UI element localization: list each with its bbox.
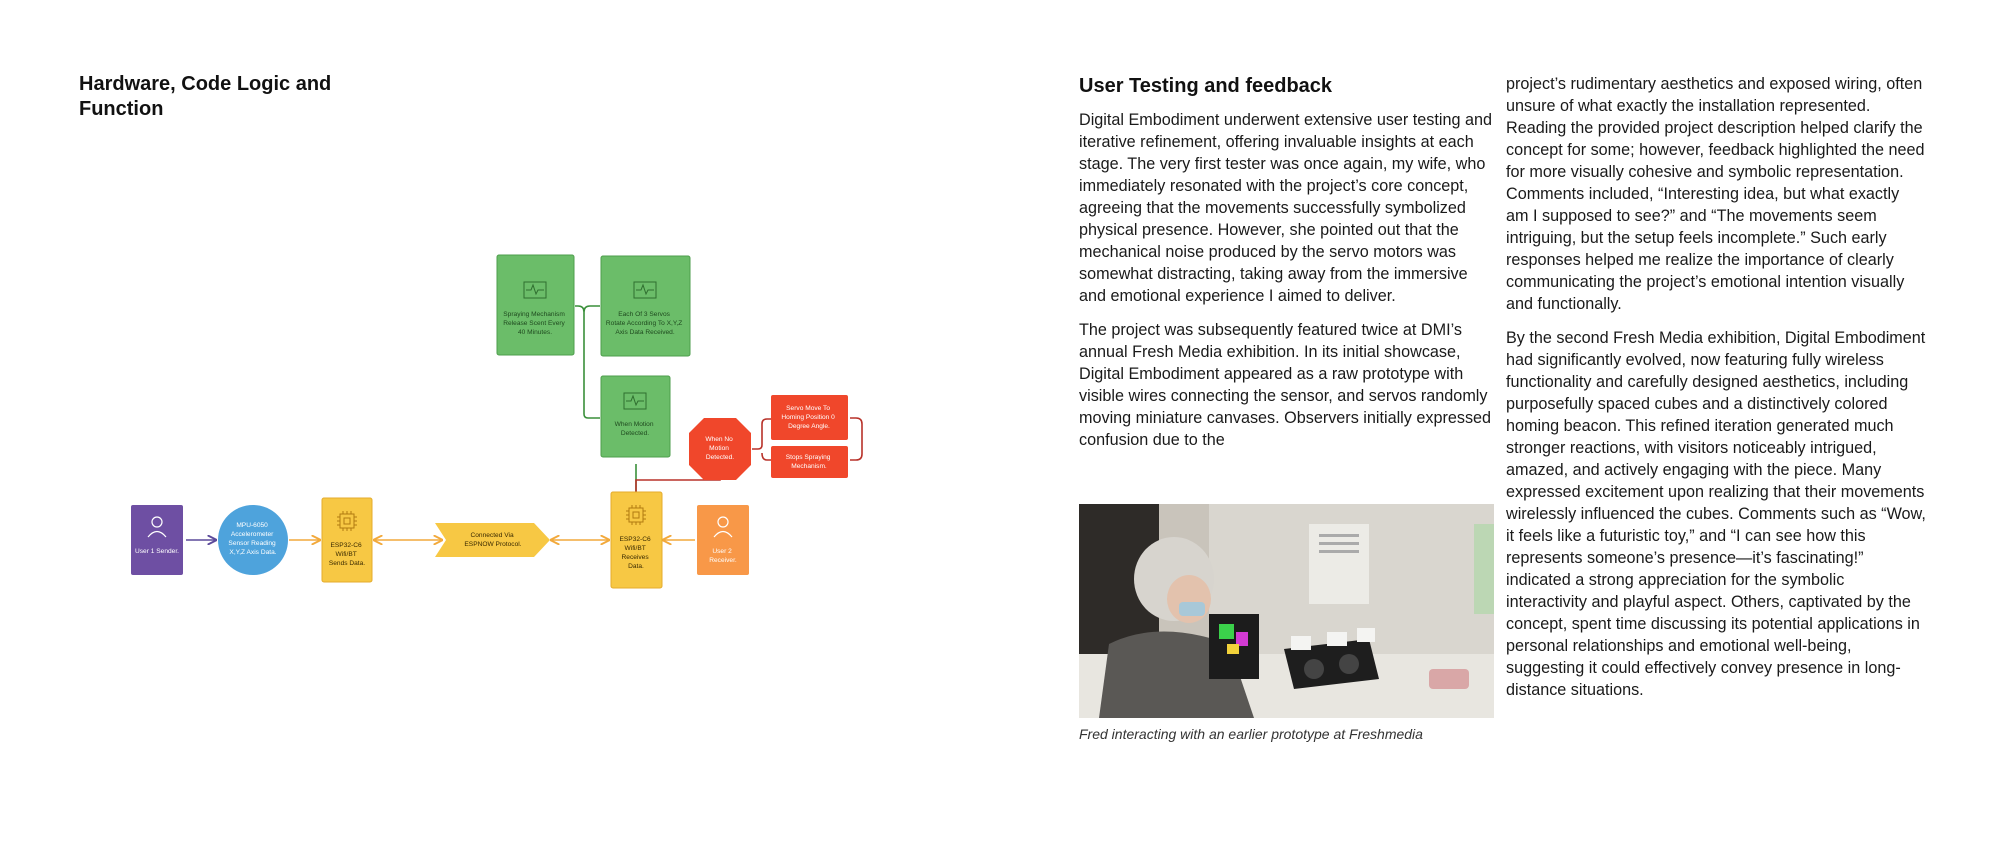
photo-illustration xyxy=(1079,504,1494,718)
user2-label: User 2 Receiver. xyxy=(709,548,737,564)
paragraph: Digital Embodiment underwent extensive u… xyxy=(1079,111,1493,305)
user1-node: User 1 Sender. xyxy=(131,505,183,575)
spraying-node: Spraying Mechanism Release Scent Every 4… xyxy=(496,254,575,356)
servos-node: Each Of 3 Servos Rotate According To X,Y… xyxy=(600,255,691,357)
homing-node: Servo Move To Homing Position 0 Degree A… xyxy=(771,395,848,440)
espnow-label: Connected Via ESPNOW Protocol. xyxy=(464,532,521,548)
pulse-icon xyxy=(633,281,657,299)
paragraph: By the second Fresh Media exhibition, Di… xyxy=(1506,329,1926,699)
user-testing-heading: User Testing and feedback xyxy=(1079,75,1333,97)
homing-label: Servo Move To Homing Position 0 Degree A… xyxy=(781,405,836,430)
prototype-photo xyxy=(1079,504,1494,718)
photo-caption: Fred interacting with an earlier prototy… xyxy=(1079,726,1423,742)
no-motion-label: When No Motion Detected. xyxy=(705,436,734,461)
text-column-right: project’s rudimentary aesthetics and exp… xyxy=(1506,73,1926,713)
mpu-label: MPU-6050 Accelerometer Sensor Reading X,… xyxy=(228,522,277,556)
connector-no-motion-bracket xyxy=(752,418,771,461)
espnow-node: Connected Via ESPNOW Protocol. xyxy=(435,523,550,557)
chip-icon xyxy=(626,505,646,525)
text-column-left: Digital Embodiment underwent extensive u… xyxy=(1079,109,1499,463)
connector-motion-bracket xyxy=(575,305,600,419)
pulse-icon xyxy=(523,281,547,299)
stop-spray-label: Stops Spraying Mechanism. xyxy=(786,454,833,470)
stop-spray-node: Stops Spraying Mechanism. xyxy=(771,446,848,478)
paragraph: project’s rudimentary aesthetics and exp… xyxy=(1506,75,1925,313)
chip-icon xyxy=(337,511,357,531)
hardware-heading: Hardware, Code Logic and Function xyxy=(79,73,332,120)
motion-label: When Motion Detected. xyxy=(615,421,656,437)
left-page: Hardware, Code Logic and Function xyxy=(79,73,863,589)
user-icon xyxy=(713,516,733,538)
user-icon xyxy=(147,516,167,538)
spraying-label: Spraying Mechanism Release Scent Every 4… xyxy=(503,311,566,336)
esp-send-label: ESP32-C6 Wifi/BT Sends Data. xyxy=(329,542,365,567)
esp-recv-node: ESP32-C6 Wifi/BT Receives Data. xyxy=(610,491,663,589)
no-motion-node: When No Motion Detected. xyxy=(689,418,751,480)
mpu-node: MPU-6050 Accelerometer Sensor Reading X,… xyxy=(218,505,288,575)
connector-red-right-bracket xyxy=(850,417,863,461)
esp-recv-label: ESP32-C6 Wifi/BT Receives Data. xyxy=(620,536,653,570)
pulse-icon xyxy=(623,392,647,410)
user2-node: User 2 Receiver. xyxy=(697,505,749,575)
servos-label: Each Of 3 Servos Rotate According To X,Y… xyxy=(606,311,684,336)
connector-esp-recv-no-motion xyxy=(635,478,721,492)
esp-send-node: ESP32-C6 Wifi/BT Sends Data. xyxy=(321,497,373,583)
paragraph: The project was subsequently featured tw… xyxy=(1079,321,1492,449)
user1-label: User 1 Sender. xyxy=(135,548,179,555)
right-page: User Testing and feedback Digital Embodi… xyxy=(1000,0,2000,842)
system-flow-diagram: User 1 Sender. MPU-6050 Accelerometer Se… xyxy=(131,254,863,589)
motion-node: When Motion Detected. xyxy=(600,375,671,458)
